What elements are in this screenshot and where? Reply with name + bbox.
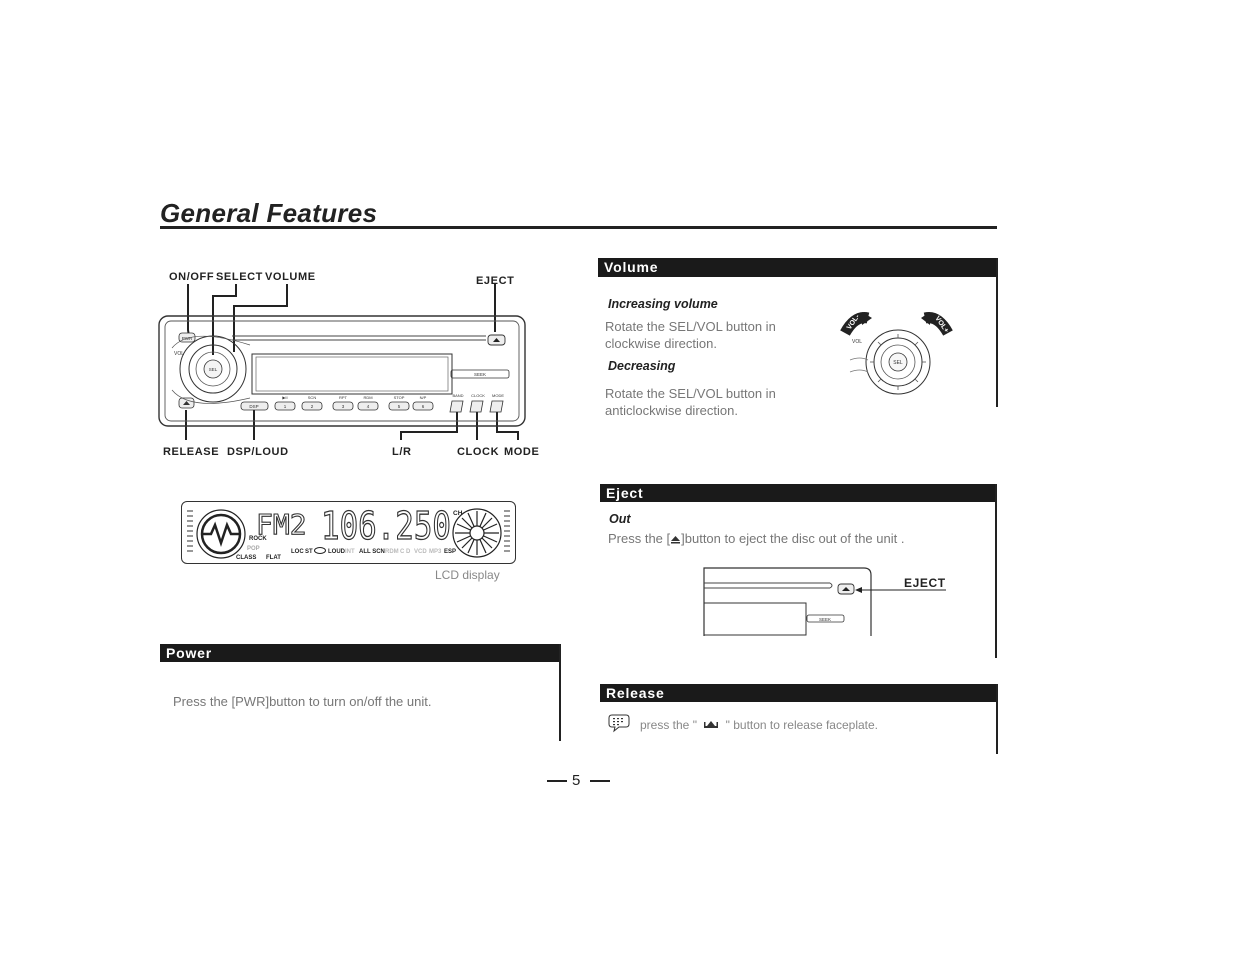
label-volume: VOLUME xyxy=(265,271,316,283)
volume-increasing-text-2: clockwise direction. xyxy=(605,336,717,351)
lcd-ind-int: INT xyxy=(345,549,355,555)
eject-text: Press the [ ]button to eject the disc out… xyxy=(608,530,904,547)
eject-diagram-seek: SEEK xyxy=(819,617,831,622)
page-number: 5 xyxy=(572,772,581,789)
preset-function-label: STOP xyxy=(394,395,405,400)
lcd-ind-flat: FLAT xyxy=(266,555,281,561)
eject-text-after: ]button to eject the disc out of the uni… xyxy=(681,531,905,546)
lcd-ind-rock: ROCK xyxy=(249,536,267,542)
panel-key-label-clock: CLOCK xyxy=(471,393,485,398)
preset-button-6 xyxy=(412,401,434,411)
preset-number-1: 1 xyxy=(284,404,287,409)
lcd-ind-mp3: MP3 xyxy=(429,549,442,555)
lcd-frame xyxy=(181,501,516,564)
volume-increasing-title: Increasing volume xyxy=(608,297,718,311)
volume-header: Volume xyxy=(598,258,998,277)
eject-header: Eject xyxy=(600,484,997,502)
lcd-ind-st: ST xyxy=(305,549,313,555)
eject-callout-label: EJECT xyxy=(904,576,946,590)
lcd-ind-class: CLASS xyxy=(236,555,256,561)
front-panel-diagram: PWR VOL SEL SEEK DSP 1▶II2SCN3RPT4RDM5ST… xyxy=(158,284,526,440)
panel-key-label-band: BAND xyxy=(452,393,463,398)
label-lr: L/R xyxy=(392,446,412,458)
preset-button-2 xyxy=(301,401,323,411)
page-title: General Features xyxy=(160,198,378,228)
knob-sel: SEL xyxy=(893,360,903,366)
volume-decreasing-title: Decreasing xyxy=(608,359,676,373)
volume-knob-diagram: VOL- VOL+ SEL VOL xyxy=(840,312,953,395)
lcd-ind-rdm: RDM xyxy=(385,549,399,555)
knob-vol: VOL xyxy=(852,339,862,345)
lcd-ind-all-scn: ALL SCN xyxy=(359,549,385,555)
page-number-dash-right xyxy=(590,780,610,782)
preset-button-5 xyxy=(388,401,410,411)
preset-button-3 xyxy=(332,401,354,411)
eject-diagram: SEEK xyxy=(703,567,946,636)
preset-function-label: ▶II xyxy=(282,395,287,400)
panel-key-mode xyxy=(489,400,504,413)
volume-decreasing-text-2: anticlockwise direction. xyxy=(605,403,738,418)
preset-button-4 xyxy=(357,401,379,411)
lcd-frequency: 106.250 xyxy=(321,504,451,548)
release-text-before: press the " xyxy=(640,718,697,732)
power-side-line xyxy=(559,644,561,741)
page-number-dash-left xyxy=(547,780,567,782)
volume-decreasing-text-1: Rotate the SEL/VOL button in xyxy=(605,386,776,401)
preset-function-label: N/P xyxy=(420,395,427,400)
panel-sel-text: SEL xyxy=(209,367,218,372)
label-mode: MODE xyxy=(504,446,540,458)
preset-function-label: RDM xyxy=(363,395,372,400)
preset-number-3: 3 xyxy=(342,404,345,409)
lcd-ind-loc: LOC xyxy=(291,549,304,555)
eject-out-title: Out xyxy=(609,512,631,526)
release-text: press the " " button to release faceplat… xyxy=(640,718,878,732)
power-header: Power xyxy=(160,644,561,662)
label-on-off: ON/OFF xyxy=(169,271,215,283)
note-icon xyxy=(608,714,630,733)
panel-vol-text: VOL xyxy=(174,351,184,357)
volume-side-line xyxy=(996,258,998,407)
preset-function-label: SCN xyxy=(308,395,317,400)
release-header: Release xyxy=(600,684,998,702)
preset-button-1 xyxy=(274,401,296,411)
eject-side-line xyxy=(995,484,997,658)
preset-number-4: 4 xyxy=(367,404,370,409)
lcd-band: FM2 xyxy=(256,508,307,541)
lcd-ind-esp: ESP xyxy=(444,549,456,555)
lcd-ch: CH xyxy=(453,510,463,517)
volume-increasing-text-1: Rotate the SEL/VOL button in xyxy=(605,319,776,334)
preset-number-2: 2 xyxy=(311,404,314,409)
lcd-ind-vcd: VCD xyxy=(414,549,427,555)
lcd-ind-loud: LOUD xyxy=(328,549,346,555)
release-text-after: " button to release faceplate. xyxy=(725,718,879,732)
label-clock: CLOCK xyxy=(457,446,500,458)
label-eject: EJECT xyxy=(476,275,515,287)
lcd-display: FM2 106.250 CH ROCK POP CLASS FLAT LOC S… xyxy=(187,503,510,561)
eject-text-before: Press the [ xyxy=(608,531,671,546)
lcd-caption: LCD display xyxy=(435,568,500,582)
release-side-line xyxy=(996,684,998,754)
panel-dsp-text: DSP xyxy=(249,404,258,409)
panel-key-band xyxy=(449,400,464,413)
panel-seek-text: SEEK xyxy=(474,372,486,377)
panel-key-clock xyxy=(469,400,484,413)
eject-icon xyxy=(671,536,681,544)
label-dsp-loud: DSP/LOUD xyxy=(227,446,289,458)
label-select: SELECT xyxy=(216,271,263,283)
release-icon xyxy=(704,721,719,728)
power-text: Press the [PWR]button to turn on/off the… xyxy=(173,694,432,709)
panel-key-label-mode: MODE xyxy=(492,393,504,398)
lcd-ind-pop: POP xyxy=(247,546,260,552)
lcd-ind-cd: C D xyxy=(400,549,411,555)
title-underline xyxy=(160,226,997,229)
preset-function-label: RPT xyxy=(339,395,348,400)
preset-number-5: 5 xyxy=(398,404,401,409)
preset-number-6: 6 xyxy=(422,404,425,409)
label-release: RELEASE xyxy=(163,446,220,458)
